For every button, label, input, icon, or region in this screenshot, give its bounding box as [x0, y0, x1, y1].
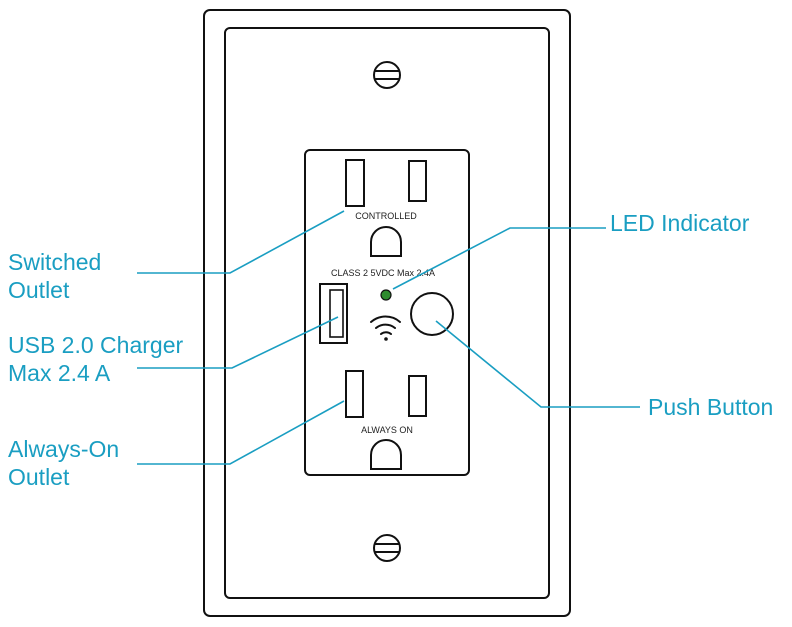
led-indicator	[380, 289, 392, 301]
controlled-label: CONTROLLED	[355, 211, 417, 221]
bottom-screw-icon	[373, 534, 401, 562]
push-button-callout: Push Button	[648, 394, 773, 420]
controlled-outlet-slot-left	[345, 159, 365, 207]
switched-outlet-leader	[137, 210, 345, 274]
always-on-outlet-slot-left	[345, 370, 364, 418]
usb-spec-label: CLASS 2 5VDC Max 2.4A	[331, 268, 435, 278]
always-on-outlet-ground-hole	[370, 439, 402, 470]
always-on-outlet-leader	[137, 400, 345, 465]
controlled-outlet-ground-hole	[370, 226, 402, 257]
usb-port	[319, 283, 348, 344]
switched-outlet-callout: Switched Outlet	[8, 249, 108, 303]
usb-charger-leader	[137, 316, 339, 369]
led-indicator-callout: LED Indicator	[610, 210, 750, 236]
usb-charger-callout: USB 2.0 Charger Max 2.4 A	[8, 332, 190, 386]
top-screw-icon	[373, 61, 401, 89]
push-button-leader	[435, 320, 640, 408]
always-on-outlet-slot-right	[408, 375, 427, 417]
push-button[interactable]	[410, 292, 454, 336]
always-on-outlet-callout: Always-On Outlet	[8, 436, 126, 490]
led-indicator-leader	[392, 227, 606, 290]
always-on-label: ALWAYS ON	[361, 425, 413, 435]
controlled-outlet-slot-right	[408, 160, 427, 202]
wifi-icon	[370, 315, 401, 341]
